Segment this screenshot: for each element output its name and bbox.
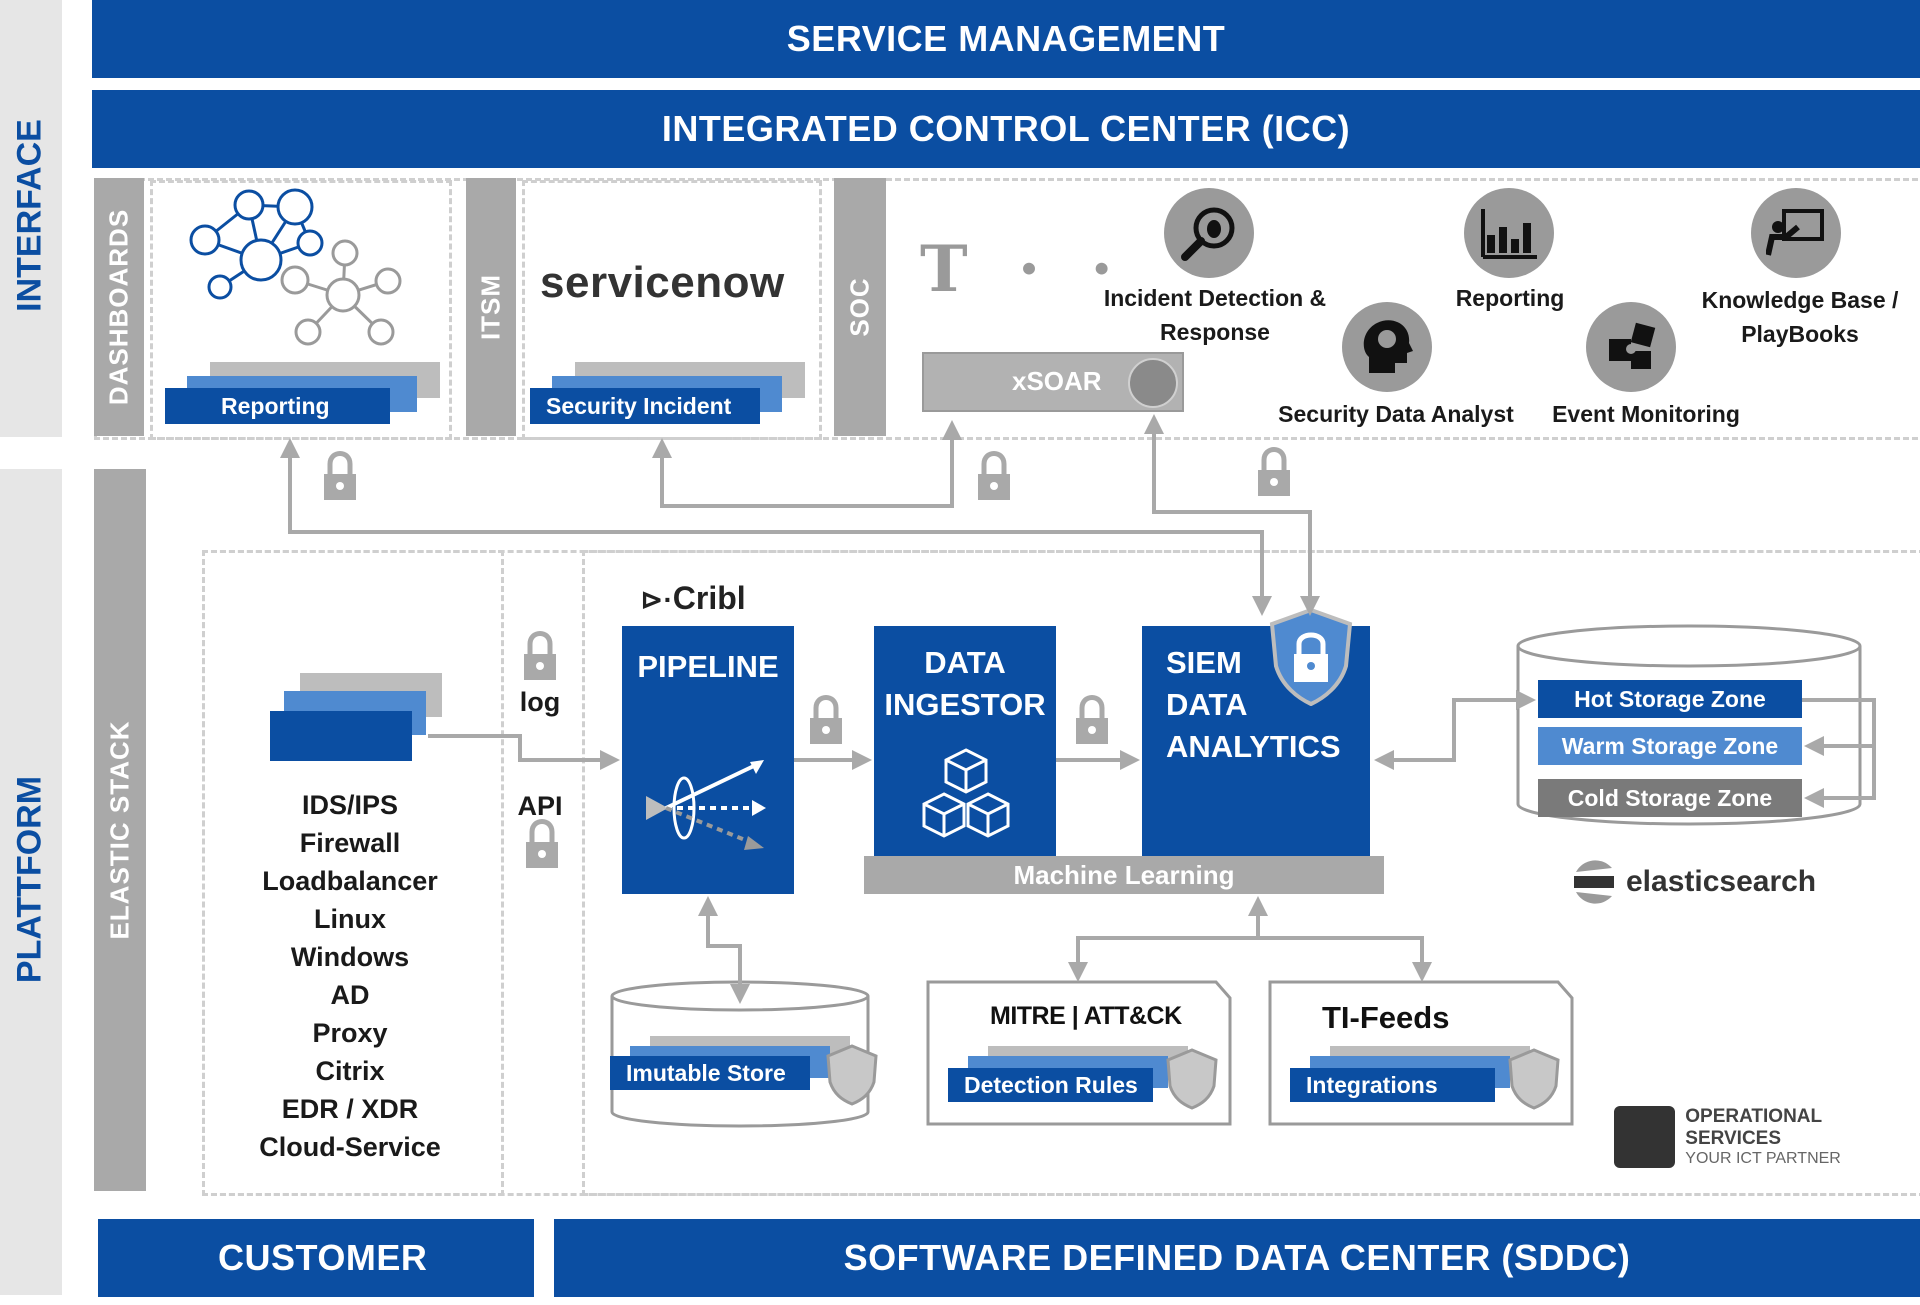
role-label-incident-1: Incident Detection & xyxy=(1103,285,1327,311)
detection-rules-stack[interactable]: Detection Rules xyxy=(948,1046,1198,1104)
sources-stack xyxy=(270,673,442,763)
hot-storage-zone[interactable]: Hot Storage Zone xyxy=(1538,680,1802,718)
shield-lock-small xyxy=(826,1044,1560,1110)
role-label-incident-2: Response xyxy=(1160,319,1270,345)
pipeline-title: PIPELINE xyxy=(637,649,779,684)
interface-strip xyxy=(0,0,62,437)
puzzle-icon xyxy=(1586,302,1676,392)
warm-storage-zone[interactable]: Warm Storage Zone xyxy=(1538,727,1802,765)
siem-title-3: ANALYTICS xyxy=(1166,729,1341,764)
sddc-band: SOFTWARE DEFINED DATA CENTER (SDDC) xyxy=(554,1219,1920,1297)
role-label-knowledge-2: PlayBooks xyxy=(1741,321,1859,347)
data-ingestor-title-2: INGESTOR xyxy=(884,687,1046,722)
detection-rules-label: Detection Rules xyxy=(948,1068,1153,1102)
globe-lock-icon xyxy=(1128,358,1178,408)
head-brain-icon xyxy=(1342,302,1432,392)
security-incident-label: Security Incident xyxy=(530,388,760,424)
immutable-store-label: Imutable Store xyxy=(610,1056,810,1090)
api-label: API xyxy=(517,791,563,821)
cubes-icon xyxy=(922,748,1010,838)
role-label-knowledge-1: Knowledge Base / xyxy=(1701,287,1899,313)
source-item: Cloud-Service xyxy=(259,1132,441,1162)
soc-column: SOC xyxy=(834,178,886,436)
icc-band: INTEGRATED CONTROL CENTER (ICC) xyxy=(92,90,1920,168)
pipeline-box[interactable]: PIPELINE xyxy=(622,626,794,894)
elastic-stack-column: ELASTIC STACK xyxy=(94,469,146,1191)
integrations-stack[interactable]: Integrations xyxy=(1290,1046,1540,1104)
presentation-icon xyxy=(1751,188,1841,278)
siem-title-1: SIEM xyxy=(1166,645,1242,680)
xsoar-label: xSOAR xyxy=(1012,366,1102,396)
elasticsearch-icon xyxy=(1574,860,1614,904)
reporting-label: Reporting xyxy=(165,388,390,424)
customer-band: CUSTOMER xyxy=(98,1219,534,1297)
data-ingestor-title-1: DATA xyxy=(924,645,1006,680)
telekom-logo: T · · xyxy=(920,232,1127,307)
source-item: Loadbalancer xyxy=(262,866,438,896)
source-item: Firewall xyxy=(299,828,401,858)
machine-learning-bar: Machine Learning xyxy=(864,856,1384,894)
role-label-reporting: Reporting xyxy=(1455,285,1565,311)
siem-box[interactable]: SIEM DATA ANALYTICS xyxy=(1142,607,1370,866)
source-item: Linux xyxy=(314,904,386,934)
source-item: Citrix xyxy=(315,1056,385,1086)
shield-lock-icon xyxy=(1269,607,1353,706)
magnifier-bug-icon xyxy=(1164,188,1254,278)
source-item: Windows xyxy=(290,942,410,972)
integrations-label: Integrations xyxy=(1290,1068,1495,1102)
ti-feeds-title: TI-Feeds xyxy=(1322,1000,1450,1035)
cold-storage-zone[interactable]: Cold Storage Zone xyxy=(1538,779,1802,817)
itsm-column: ITSM xyxy=(466,178,516,436)
ops-logo-icon xyxy=(1614,1106,1676,1168)
network-people-icon xyxy=(189,188,402,346)
bar-chart-icon xyxy=(1464,188,1554,278)
source-item: AD xyxy=(330,980,370,1010)
data-ingestor-box[interactable]: DATA INGESTOR xyxy=(874,626,1056,866)
platform-strip xyxy=(0,469,62,1295)
routing-arrows-icon xyxy=(646,760,766,850)
sources-list: IDS/IPS Firewall Loadbalancer Linux Wind… xyxy=(220,786,480,1166)
service-management-band: SERVICE MANAGEMENT xyxy=(92,0,1920,78)
source-item: EDR / XDR xyxy=(281,1094,419,1124)
source-item: Proxy xyxy=(312,1018,388,1048)
source-item: IDS/IPS xyxy=(301,790,399,820)
operational-services-logo: OPERATIONAL SERVICES YOUR ICT PARTNER xyxy=(1614,1106,1920,1168)
log-label: log xyxy=(519,687,561,717)
role-label-monitoring: Event Monitoring xyxy=(1552,401,1740,427)
xsoar-box[interactable]: xSOAR xyxy=(922,352,1184,412)
servicenow-logo: servicenow xyxy=(540,258,785,307)
dashboards-column: DASHBOARDS xyxy=(94,178,144,436)
siem-title-2: DATA xyxy=(1166,687,1248,722)
security-incident-stack[interactable]: Security Incident xyxy=(530,362,805,424)
immutable-store-stack[interactable]: Imutable Store xyxy=(610,1036,860,1090)
elasticsearch-logo: elasticsearch xyxy=(1572,858,1816,906)
reporting-stack[interactable]: Reporting xyxy=(165,362,440,424)
mitre-attack-logo: MITRE | ATT&CK xyxy=(990,1002,1182,1030)
